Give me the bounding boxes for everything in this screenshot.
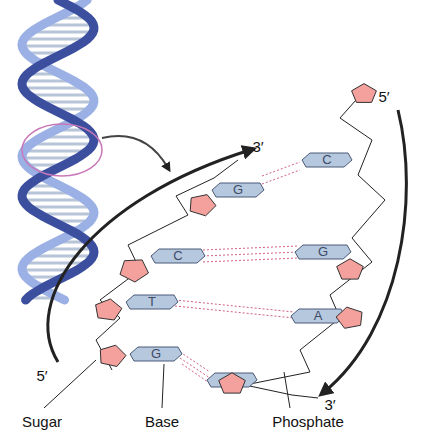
strand-end: 3′ [324, 397, 335, 412]
leader-line [44, 360, 96, 408]
base-rung [29, 206, 92, 209]
strand-detail [96, 84, 385, 398]
hydrogen-bond [182, 364, 208, 382]
sugar-ring [219, 373, 246, 393]
hydrogen-bond [180, 358, 210, 378]
backbone-ribbon [22, 0, 94, 300]
strand-end: 3′ [252, 139, 263, 154]
phosphate-backbone [245, 100, 385, 398]
base-letter: G [318, 245, 328, 258]
leader-line [284, 372, 290, 408]
sugar-ring [120, 260, 149, 282]
sugar-ring [352, 84, 377, 103]
hydrogen-bond [262, 162, 300, 176]
base-letter: C [322, 153, 331, 166]
base-rung [29, 94, 92, 97]
base-ring [126, 295, 178, 309]
base-letter: A [314, 309, 323, 322]
zoom-arrow [102, 136, 168, 168]
part-name: Sugar [22, 414, 62, 429]
leader-line [162, 364, 164, 408]
hydrogen-bond [175, 306, 294, 318]
part-name: Base [145, 414, 179, 429]
double-helix [22, 0, 94, 300]
base-ring [212, 183, 264, 197]
sugar-ring [337, 259, 364, 279]
hydrogen-bond [203, 246, 298, 250]
base-ring [130, 347, 182, 361]
sugar-ring [100, 345, 126, 366]
base-rung [24, 150, 87, 153]
base-letter: G [151, 347, 161, 360]
hydrogen-bond [203, 258, 298, 262]
part-name: Phosphate [272, 414, 344, 429]
zoom-circle [22, 124, 102, 176]
hydrogen-bond [175, 300, 294, 312]
base-letter: C [173, 249, 182, 262]
base-ring [302, 153, 352, 167]
hydrogen-bond [262, 170, 300, 184]
base-letter: T [148, 295, 156, 308]
base-rung [24, 38, 87, 41]
base-rung [24, 262, 87, 265]
base-ring [295, 245, 351, 259]
strand-direction-arrow [48, 150, 250, 362]
backbone-ribbon [22, 0, 94, 300]
base-ring [151, 249, 205, 263]
base-letter: G [233, 183, 243, 196]
sugar-ring [190, 195, 216, 216]
strand-end: 5′ [378, 89, 389, 104]
sugar-ring [96, 299, 122, 320]
strand-end: 5′ [36, 368, 47, 383]
hydrogen-bond [203, 252, 298, 256]
hydrogen-bond [180, 352, 210, 372]
sugar-ring [336, 307, 362, 328]
strand-direction-arrow [324, 110, 406, 392]
